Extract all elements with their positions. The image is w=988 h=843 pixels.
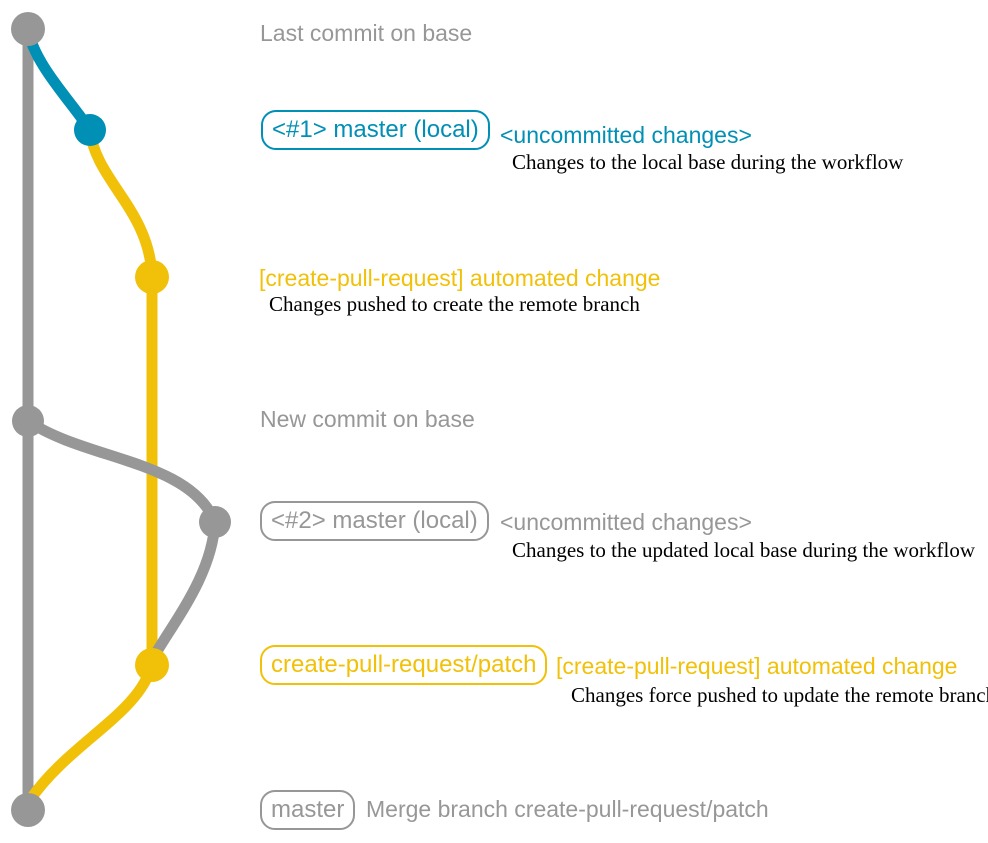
note-uncommitted-changes-2: Changes to the updated local base during… (512, 538, 976, 562)
branch-edge-local-change-curve-1 (22, 28, 95, 134)
branch-edge-local-change-curve-2out (24, 416, 221, 525)
branch-edge-merge-curve (25, 663, 158, 804)
note-uncommitted-changes-1: Changes to the local base during the wor… (512, 150, 904, 174)
branch-badge-create-pull-request-patch: create-pull-request/patch (260, 645, 548, 685)
label-new-commit-on-base: New commit on base (260, 406, 475, 432)
commit-node-uncommitted-1 (74, 114, 106, 146)
label-merge-branch: Merge branch create-pull-request/patch (366, 796, 769, 822)
branch-edge-patch-branch-out (84, 129, 158, 278)
commit-node-last-commit-on-base (11, 12, 45, 46)
commit-node-automated-change-2 (135, 648, 169, 682)
branch-edge-local-change-curve-2in (148, 521, 221, 661)
branch-badge-master-local-1: <#1> master (local) (261, 110, 490, 150)
heading-uncommitted-changes-2: <uncommitted changes> (500, 509, 752, 535)
note-automated-change-1: Changes pushed to create the remote bran… (269, 292, 640, 316)
commit-node-automated-change-1 (135, 260, 169, 294)
commit-graph (11, 12, 231, 827)
heading-automated-change-1: [create-pull-request] automated change (259, 265, 661, 291)
commit-node-uncommitted-2 (199, 506, 231, 538)
branch-badge-master-local-2: <#2> master (local) (260, 501, 489, 541)
commit-node-new-commit-on-base (12, 405, 44, 437)
commit-node-merge-commit (11, 793, 45, 827)
heading-uncommitted-changes-1: <uncommitted changes> (500, 122, 752, 148)
note-automated-change-2: Changes force pushed to update the remot… (571, 683, 988, 707)
label-last-commit-on-base: Last commit on base (260, 20, 473, 46)
branch-badge-master: master (260, 790, 356, 830)
heading-automated-change-2: [create-pull-request] automated change (556, 653, 958, 679)
